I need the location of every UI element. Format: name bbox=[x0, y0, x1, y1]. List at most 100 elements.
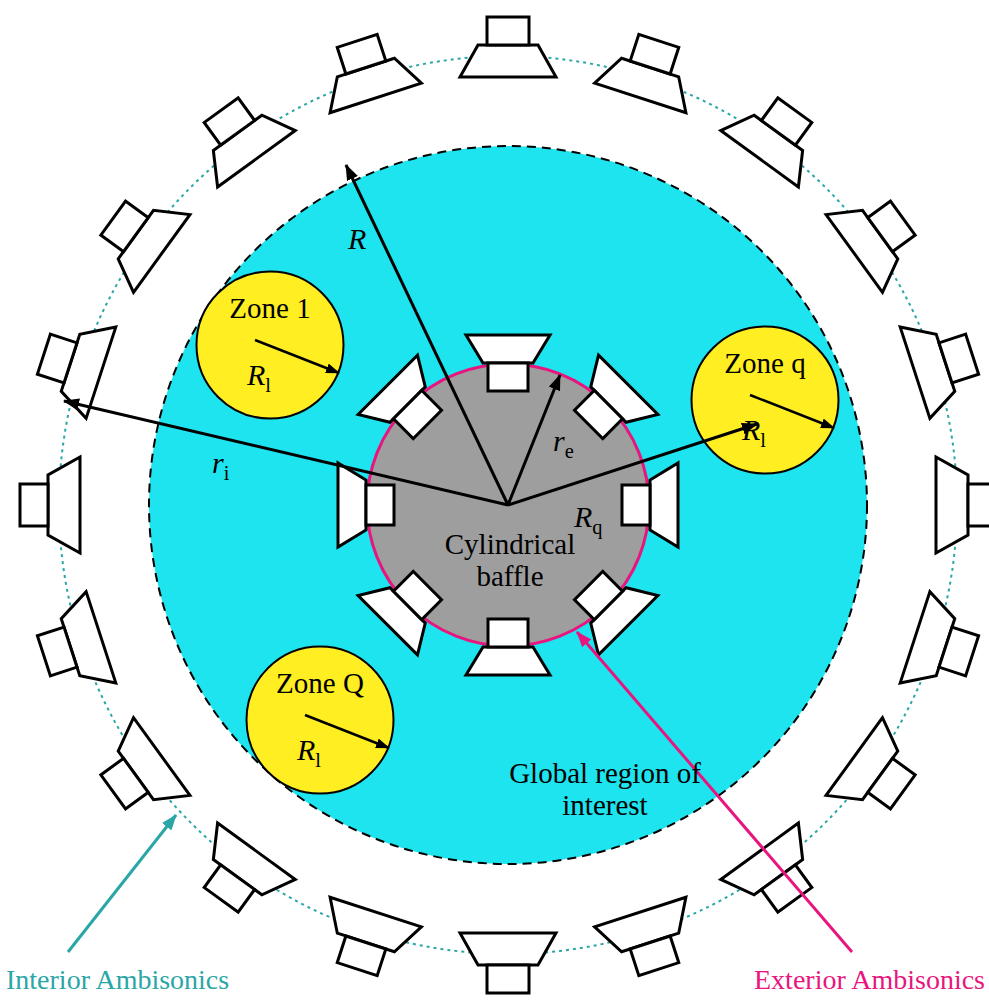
listening-zone: Zone 1 Rl bbox=[195, 270, 345, 420]
array-caption: Exterior Ambisonics bbox=[754, 964, 985, 995]
symbol-letter: R bbox=[574, 500, 592, 533]
interior-leader bbox=[68, 815, 176, 952]
cylindrical-baffle-label: Cylindrical baffle bbox=[425, 528, 595, 593]
symbol-subscript: q bbox=[592, 516, 602, 538]
speaker-cone bbox=[460, 933, 556, 965]
speaker-magnet bbox=[20, 484, 48, 526]
speaker-magnet bbox=[488, 363, 528, 391]
text-holder: Zone 1 bbox=[204, 292, 336, 324]
speaker-cone bbox=[466, 647, 550, 675]
speaker-magnet bbox=[939, 334, 979, 383]
loudspeaker-symbol bbox=[182, 823, 295, 928]
speaker-magnet bbox=[393, 571, 441, 619]
text-holder: R bbox=[348, 222, 366, 256]
speaker-magnet bbox=[204, 865, 254, 912]
loudspeaker-symbol bbox=[85, 718, 190, 831]
speaker-cone bbox=[338, 463, 366, 547]
symbol-subscript: l bbox=[760, 429, 766, 451]
exterior-leader bbox=[577, 632, 852, 952]
radius-symbol: Rq bbox=[574, 500, 603, 539]
speaker-magnet bbox=[630, 34, 679, 74]
symbol-letter: R bbox=[348, 222, 366, 255]
loudspeaker-symbol bbox=[29, 592, 116, 702]
speaker-cone bbox=[936, 457, 968, 553]
symbol-letter: R bbox=[742, 413, 760, 446]
loudspeaker-symbol bbox=[460, 933, 556, 993]
outer-speakers bbox=[20, 17, 989, 993]
loudspeaker-symbol bbox=[826, 718, 931, 831]
text-holder: Rl bbox=[247, 358, 271, 397]
speaker-magnet bbox=[366, 485, 394, 525]
loudspeaker-symbol bbox=[721, 82, 834, 187]
zone-radius-arrow bbox=[305, 715, 389, 748]
speaker-magnet bbox=[761, 865, 811, 912]
symbol-subscript: i bbox=[224, 462, 230, 484]
loudspeaker-symbol bbox=[900, 309, 987, 419]
text-holder: Exterior Ambisonics bbox=[754, 964, 985, 995]
symbol-subscript: e bbox=[565, 440, 574, 462]
radius-symbol: Rl bbox=[742, 413, 766, 452]
loudspeaker-symbol bbox=[358, 556, 457, 655]
symbol-letter: R bbox=[297, 733, 315, 766]
zone-radius-arrow bbox=[255, 340, 339, 373]
global-region-label: Global region of interest bbox=[490, 757, 720, 822]
loudspeaker-symbol bbox=[85, 179, 190, 292]
loudspeaker-symbol bbox=[466, 619, 550, 675]
loudspeaker-symbol bbox=[900, 592, 987, 702]
text-holder: Rl bbox=[297, 733, 321, 772]
symbol-letter: R bbox=[247, 358, 265, 391]
radius-symbol: re bbox=[553, 424, 574, 463]
loudspeaker-symbol bbox=[559, 556, 658, 655]
zone-title: Zone Q bbox=[276, 667, 364, 699]
speaker-magnet bbox=[204, 98, 254, 145]
zone-disk bbox=[197, 272, 344, 419]
speaker-magnet bbox=[761, 98, 811, 145]
radius-R-arrow bbox=[346, 165, 508, 505]
loudspeaker-symbol bbox=[595, 897, 705, 984]
speaker-magnet bbox=[37, 627, 77, 676]
listening-zone: Zone q Rl bbox=[690, 325, 840, 475]
speaker-magnet bbox=[939, 627, 979, 676]
speaker-magnet bbox=[487, 965, 529, 993]
loudspeaker-symbol bbox=[936, 457, 989, 553]
loudspeaker-symbol bbox=[182, 82, 295, 187]
symbol-letter: r bbox=[553, 424, 565, 457]
text-holder: Zone Q bbox=[254, 667, 386, 699]
loudspeaker-symbol bbox=[312, 26, 422, 113]
speaker-magnet bbox=[393, 390, 441, 438]
text-holder: Cylindrical baffle bbox=[425, 528, 595, 593]
loudspeaker-symbol bbox=[460, 17, 556, 77]
speaker-magnet bbox=[488, 619, 528, 647]
loudspeaker-symbol bbox=[559, 355, 658, 454]
text-holder: Rq bbox=[574, 500, 603, 539]
zone-title: Zone 1 bbox=[229, 292, 310, 324]
radius-symbol: ri bbox=[212, 446, 229, 485]
speaker-magnet bbox=[337, 936, 386, 976]
loudspeaker-symbol bbox=[595, 26, 705, 113]
interior-boundary bbox=[59, 56, 957, 954]
speaker-magnet bbox=[37, 334, 77, 383]
zone-disk bbox=[692, 327, 839, 474]
speaker-cone bbox=[48, 457, 80, 553]
speaker-magnet bbox=[574, 390, 622, 438]
zone-title: Zone q bbox=[724, 347, 805, 379]
speaker-magnet bbox=[630, 936, 679, 976]
radius-symbol: Rl bbox=[247, 358, 271, 397]
loudspeaker-symbol bbox=[20, 457, 80, 553]
radius-re-arrow bbox=[508, 375, 560, 505]
text-holder: Rl bbox=[742, 413, 766, 452]
text-holder: Interior Ambisonics bbox=[6, 964, 229, 995]
array-caption: Interior Ambisonics bbox=[6, 964, 229, 995]
speaker-magnet bbox=[101, 201, 148, 251]
symbol-subscript: l bbox=[265, 374, 271, 396]
zone-radius-arrow bbox=[750, 395, 834, 428]
radius-symbol: Rl bbox=[297, 733, 321, 772]
speaker-magnet bbox=[487, 17, 529, 45]
radius-Rq-arrow bbox=[508, 424, 757, 505]
text-holder: ri bbox=[212, 446, 229, 485]
region-disk bbox=[149, 146, 867, 864]
speaker-magnet bbox=[868, 758, 915, 808]
symbol-subscript: l bbox=[315, 749, 321, 771]
symbol-letter: r bbox=[212, 446, 224, 479]
